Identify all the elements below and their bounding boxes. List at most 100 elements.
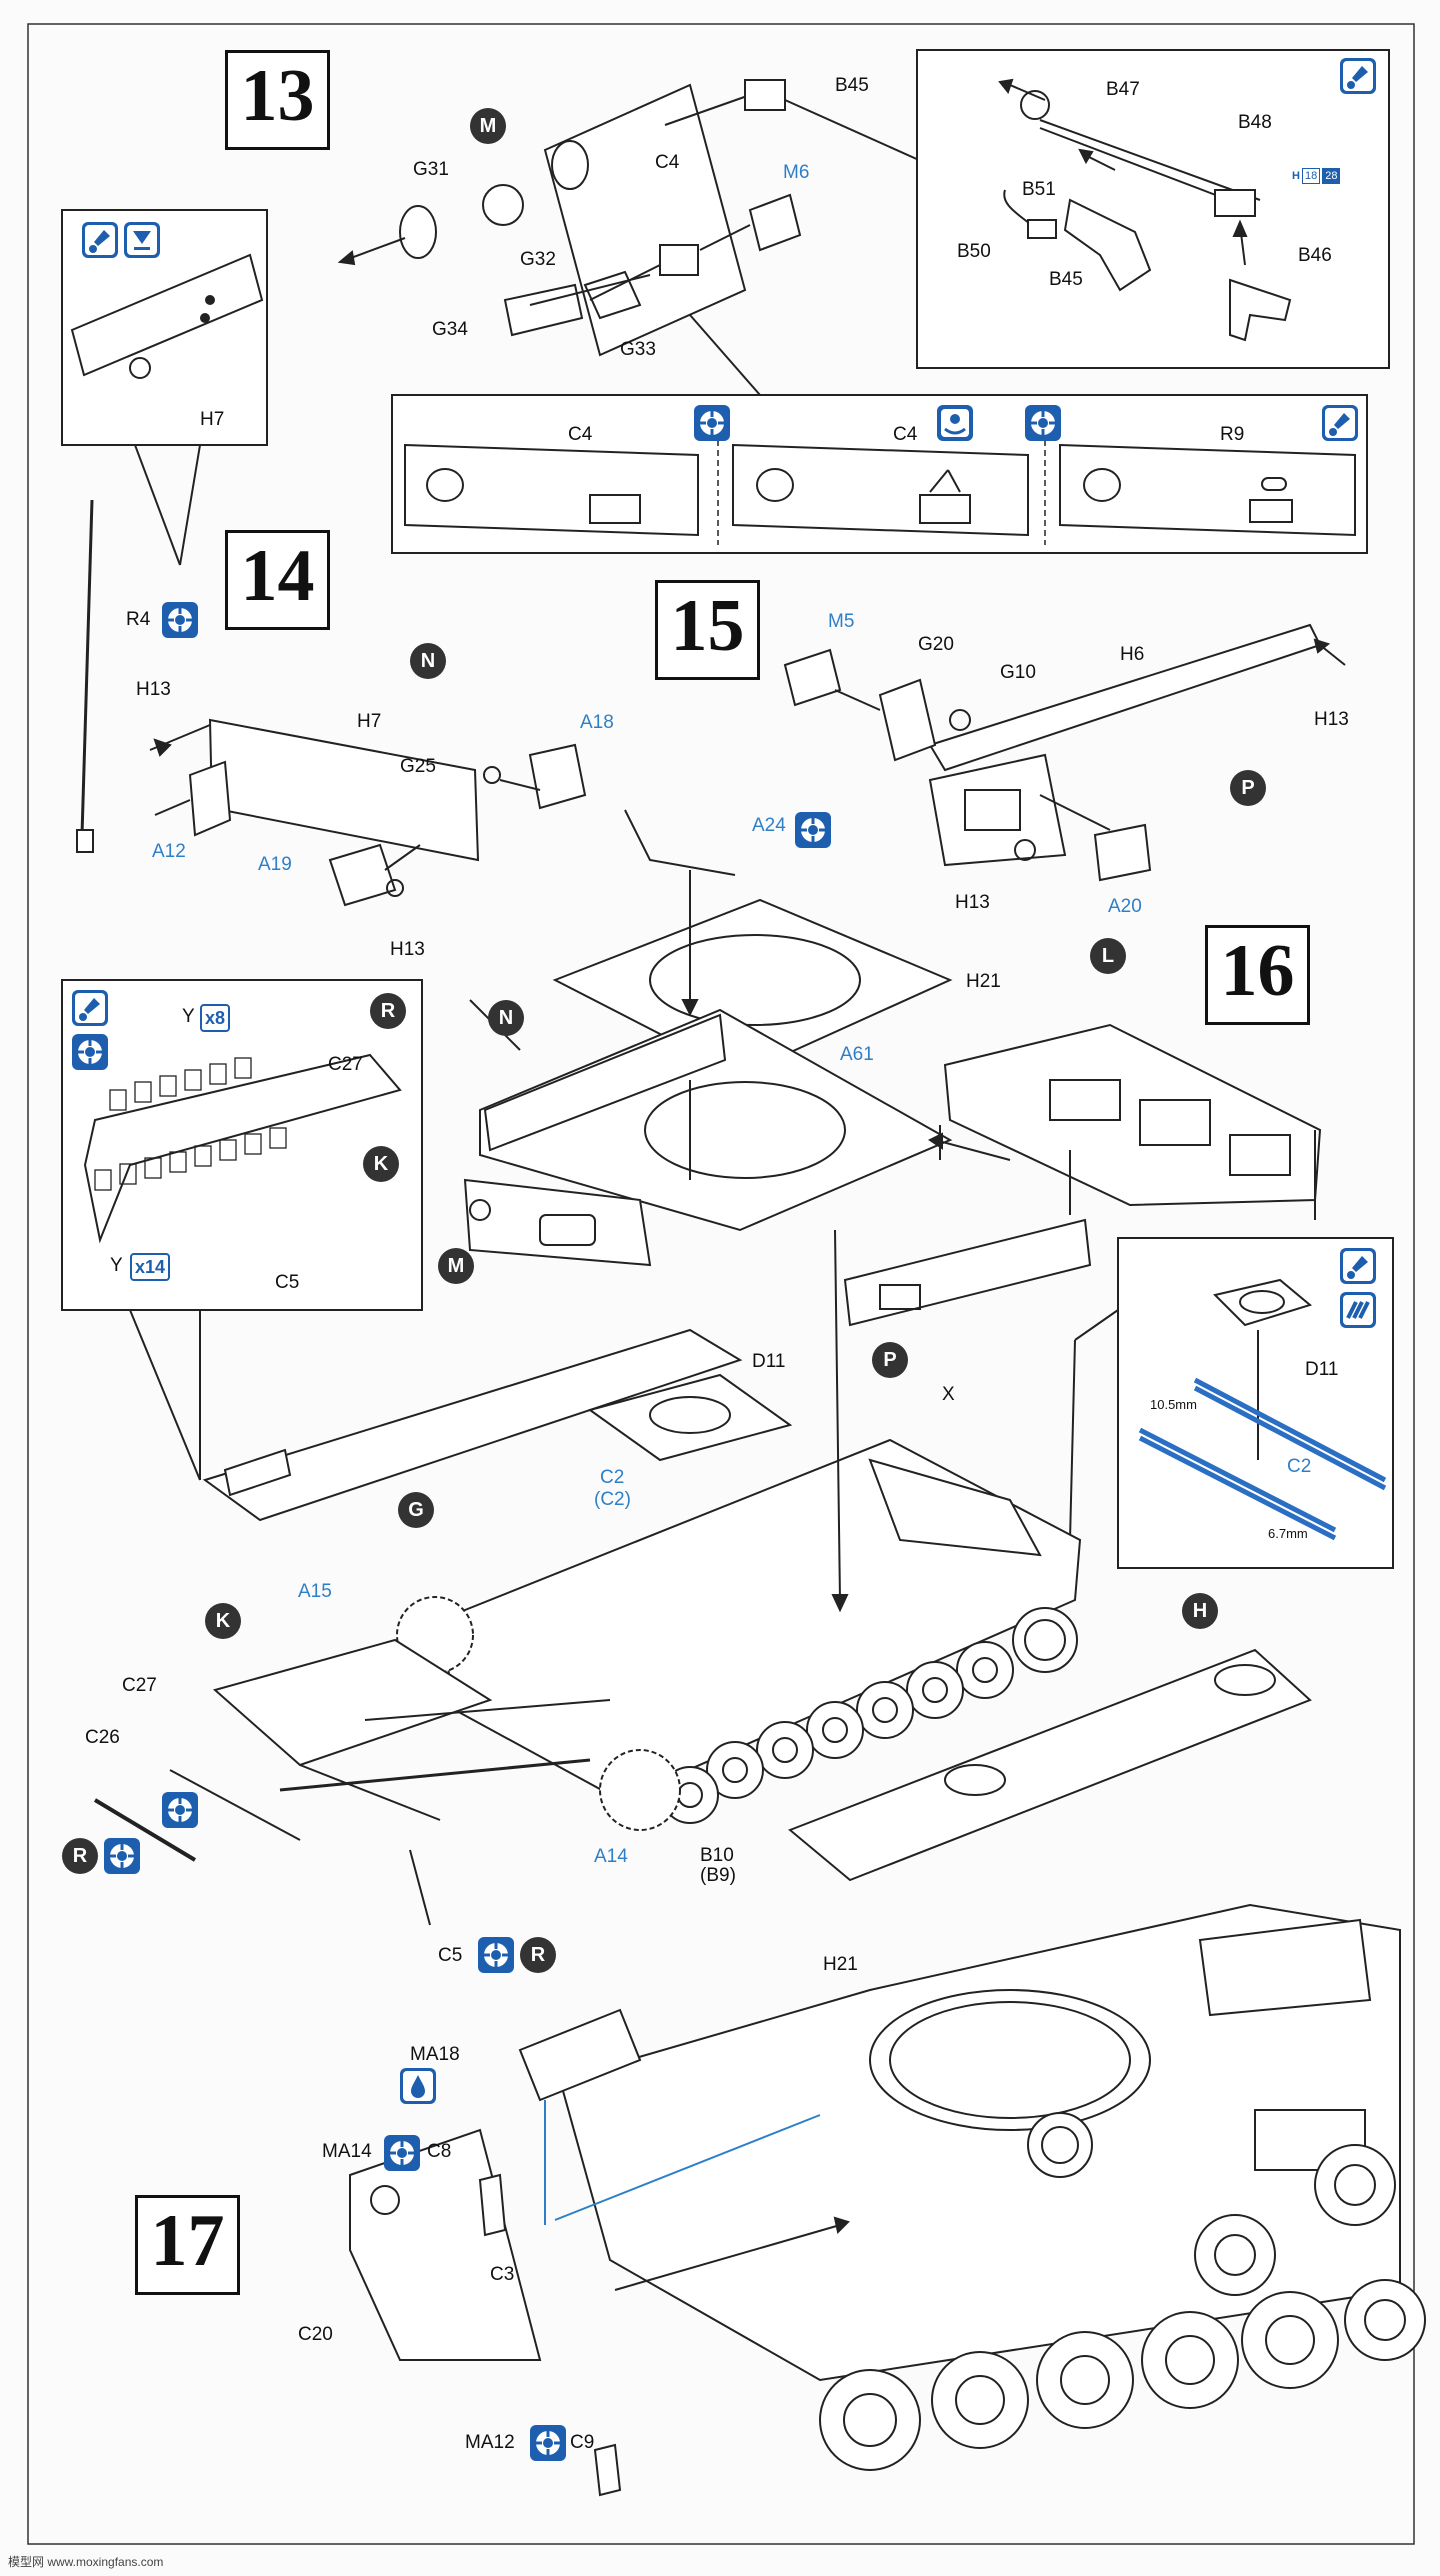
option-icon bbox=[1025, 405, 1061, 441]
marker-r-16-box: R bbox=[370, 993, 406, 1029]
label-a20: A20 bbox=[1108, 896, 1142, 917]
metal-icon bbox=[1340, 1292, 1376, 1328]
label-a14: A14 bbox=[594, 1846, 628, 1867]
marker-n-14: N bbox=[410, 643, 446, 679]
label-d11-detail: D11 bbox=[1305, 1359, 1339, 1380]
d11-c2-detail bbox=[1138, 1278, 1387, 1541]
marker-h-16: H bbox=[1182, 1593, 1218, 1629]
marker-r-16-c26: R bbox=[62, 1838, 98, 1874]
label-g20: G20 bbox=[918, 634, 954, 655]
label-c27: C27 bbox=[328, 1054, 363, 1075]
label-h21: H21 bbox=[966, 971, 1001, 992]
paint-icon bbox=[82, 222, 118, 258]
label-ma18: MA18 bbox=[410, 2044, 460, 2065]
label-c5: C5 bbox=[275, 1272, 300, 1293]
label-b10: B10 bbox=[700, 1845, 734, 1866]
label-r4: R4 bbox=[126, 609, 151, 630]
marker-m-16: M bbox=[438, 1248, 474, 1284]
label-b51: B51 bbox=[1022, 179, 1056, 200]
label-6-7mm: 6.7mm bbox=[1268, 1526, 1308, 1541]
label-b45: B45 bbox=[835, 75, 869, 96]
label-h7: H7 bbox=[200, 409, 225, 430]
step14-inset bbox=[70, 253, 264, 379]
option-icon bbox=[104, 1838, 140, 1874]
label-c5-b: C5 bbox=[438, 1945, 463, 1966]
label-a12: A12 bbox=[152, 841, 186, 862]
label-c27-b: C27 bbox=[122, 1675, 157, 1696]
label-a19: A19 bbox=[258, 854, 292, 875]
marker-l-16: L bbox=[1090, 938, 1126, 974]
label-c9: C9 bbox=[570, 2432, 595, 2453]
marker-k-16-box: K bbox=[363, 1146, 399, 1182]
label-h13: H13 bbox=[136, 679, 171, 700]
label-c2-alt: (C2) bbox=[594, 1489, 631, 1510]
step-17-number: 17 bbox=[135, 2195, 240, 2295]
footer-watermark: 模型网 www.moxingfans.com bbox=[8, 2555, 164, 2569]
label-h6: H6 bbox=[1120, 644, 1145, 665]
label-10-5mm: 10.5mm bbox=[1150, 1397, 1197, 1412]
road-wheels-17 bbox=[819, 2112, 1426, 2471]
label-c3: C3 bbox=[490, 2264, 515, 2285]
label-h13-b: H13 bbox=[390, 939, 425, 960]
step-14-number: 14 bbox=[225, 530, 330, 630]
marker-k-16: K bbox=[205, 1603, 241, 1639]
choose-icon bbox=[937, 405, 973, 441]
option-icon bbox=[478, 1937, 514, 1973]
step-15-number: 15 bbox=[655, 580, 760, 680]
label-g10: G10 bbox=[1000, 662, 1036, 683]
label-h21-17: H21 bbox=[823, 1954, 858, 1975]
option-icon bbox=[384, 2135, 420, 2171]
label-a18: A18 bbox=[580, 712, 614, 733]
label-y: Y bbox=[182, 1006, 195, 1027]
label-c8: C8 bbox=[427, 2141, 452, 2162]
label-h13-c: H13 bbox=[1314, 709, 1349, 730]
label-x: X bbox=[942, 1384, 955, 1405]
option-icon bbox=[694, 405, 730, 441]
label-b9: (B9) bbox=[700, 1865, 736, 1886]
label-g32: G32 bbox=[520, 249, 556, 270]
marker-r-16-c5: R bbox=[520, 1937, 556, 1973]
paint-icon bbox=[1340, 1248, 1376, 1284]
label-ma12: MA12 bbox=[465, 2432, 515, 2453]
label-g31: G31 bbox=[413, 159, 449, 180]
decal-icon bbox=[400, 2068, 436, 2104]
label-m6: M6 bbox=[783, 162, 810, 183]
step-13-number: 13 bbox=[225, 50, 330, 150]
label-a61: A61 bbox=[840, 1044, 874, 1065]
option-icon bbox=[162, 1792, 198, 1828]
label-c4: C4 bbox=[655, 152, 680, 173]
label-b48: B48 bbox=[1238, 112, 1272, 133]
label-b50: B50 bbox=[957, 241, 991, 262]
label-c2-detail: C2 bbox=[1287, 1456, 1312, 1477]
label-h13-d: H13 bbox=[955, 892, 990, 913]
label-c2: C2 bbox=[600, 1467, 625, 1488]
marker-n-16: N bbox=[488, 1000, 524, 1036]
marker-m-13: M bbox=[470, 108, 506, 144]
label-g25: G25 bbox=[400, 756, 436, 777]
label-g34: G34 bbox=[432, 319, 468, 340]
label-b47: B47 bbox=[1106, 79, 1140, 100]
option-icon bbox=[72, 1034, 108, 1070]
cement-icon bbox=[124, 222, 160, 258]
label-m5: M5 bbox=[828, 611, 855, 632]
paint-icon bbox=[72, 990, 108, 1026]
variant-plates bbox=[404, 443, 1356, 537]
label-a15: A15 bbox=[298, 1581, 332, 1602]
label-y-2: Y bbox=[110, 1255, 123, 1276]
label-r9: R9 bbox=[1220, 424, 1245, 445]
label-g33: G33 bbox=[620, 339, 656, 360]
option-icon bbox=[795, 812, 831, 848]
step-16-number: 16 bbox=[1205, 925, 1310, 1025]
paint-icon bbox=[1340, 58, 1376, 94]
label-h7-14: H7 bbox=[357, 711, 382, 732]
paint-icon bbox=[1322, 405, 1358, 441]
label-c4-variant2: C4 bbox=[893, 424, 918, 445]
label-c20: C20 bbox=[298, 2324, 333, 2345]
label-ma14: MA14 bbox=[322, 2141, 372, 2162]
marker-p-16: P bbox=[872, 1342, 908, 1378]
step13-parts bbox=[337, 79, 931, 396]
mg-detail bbox=[998, 78, 1292, 342]
